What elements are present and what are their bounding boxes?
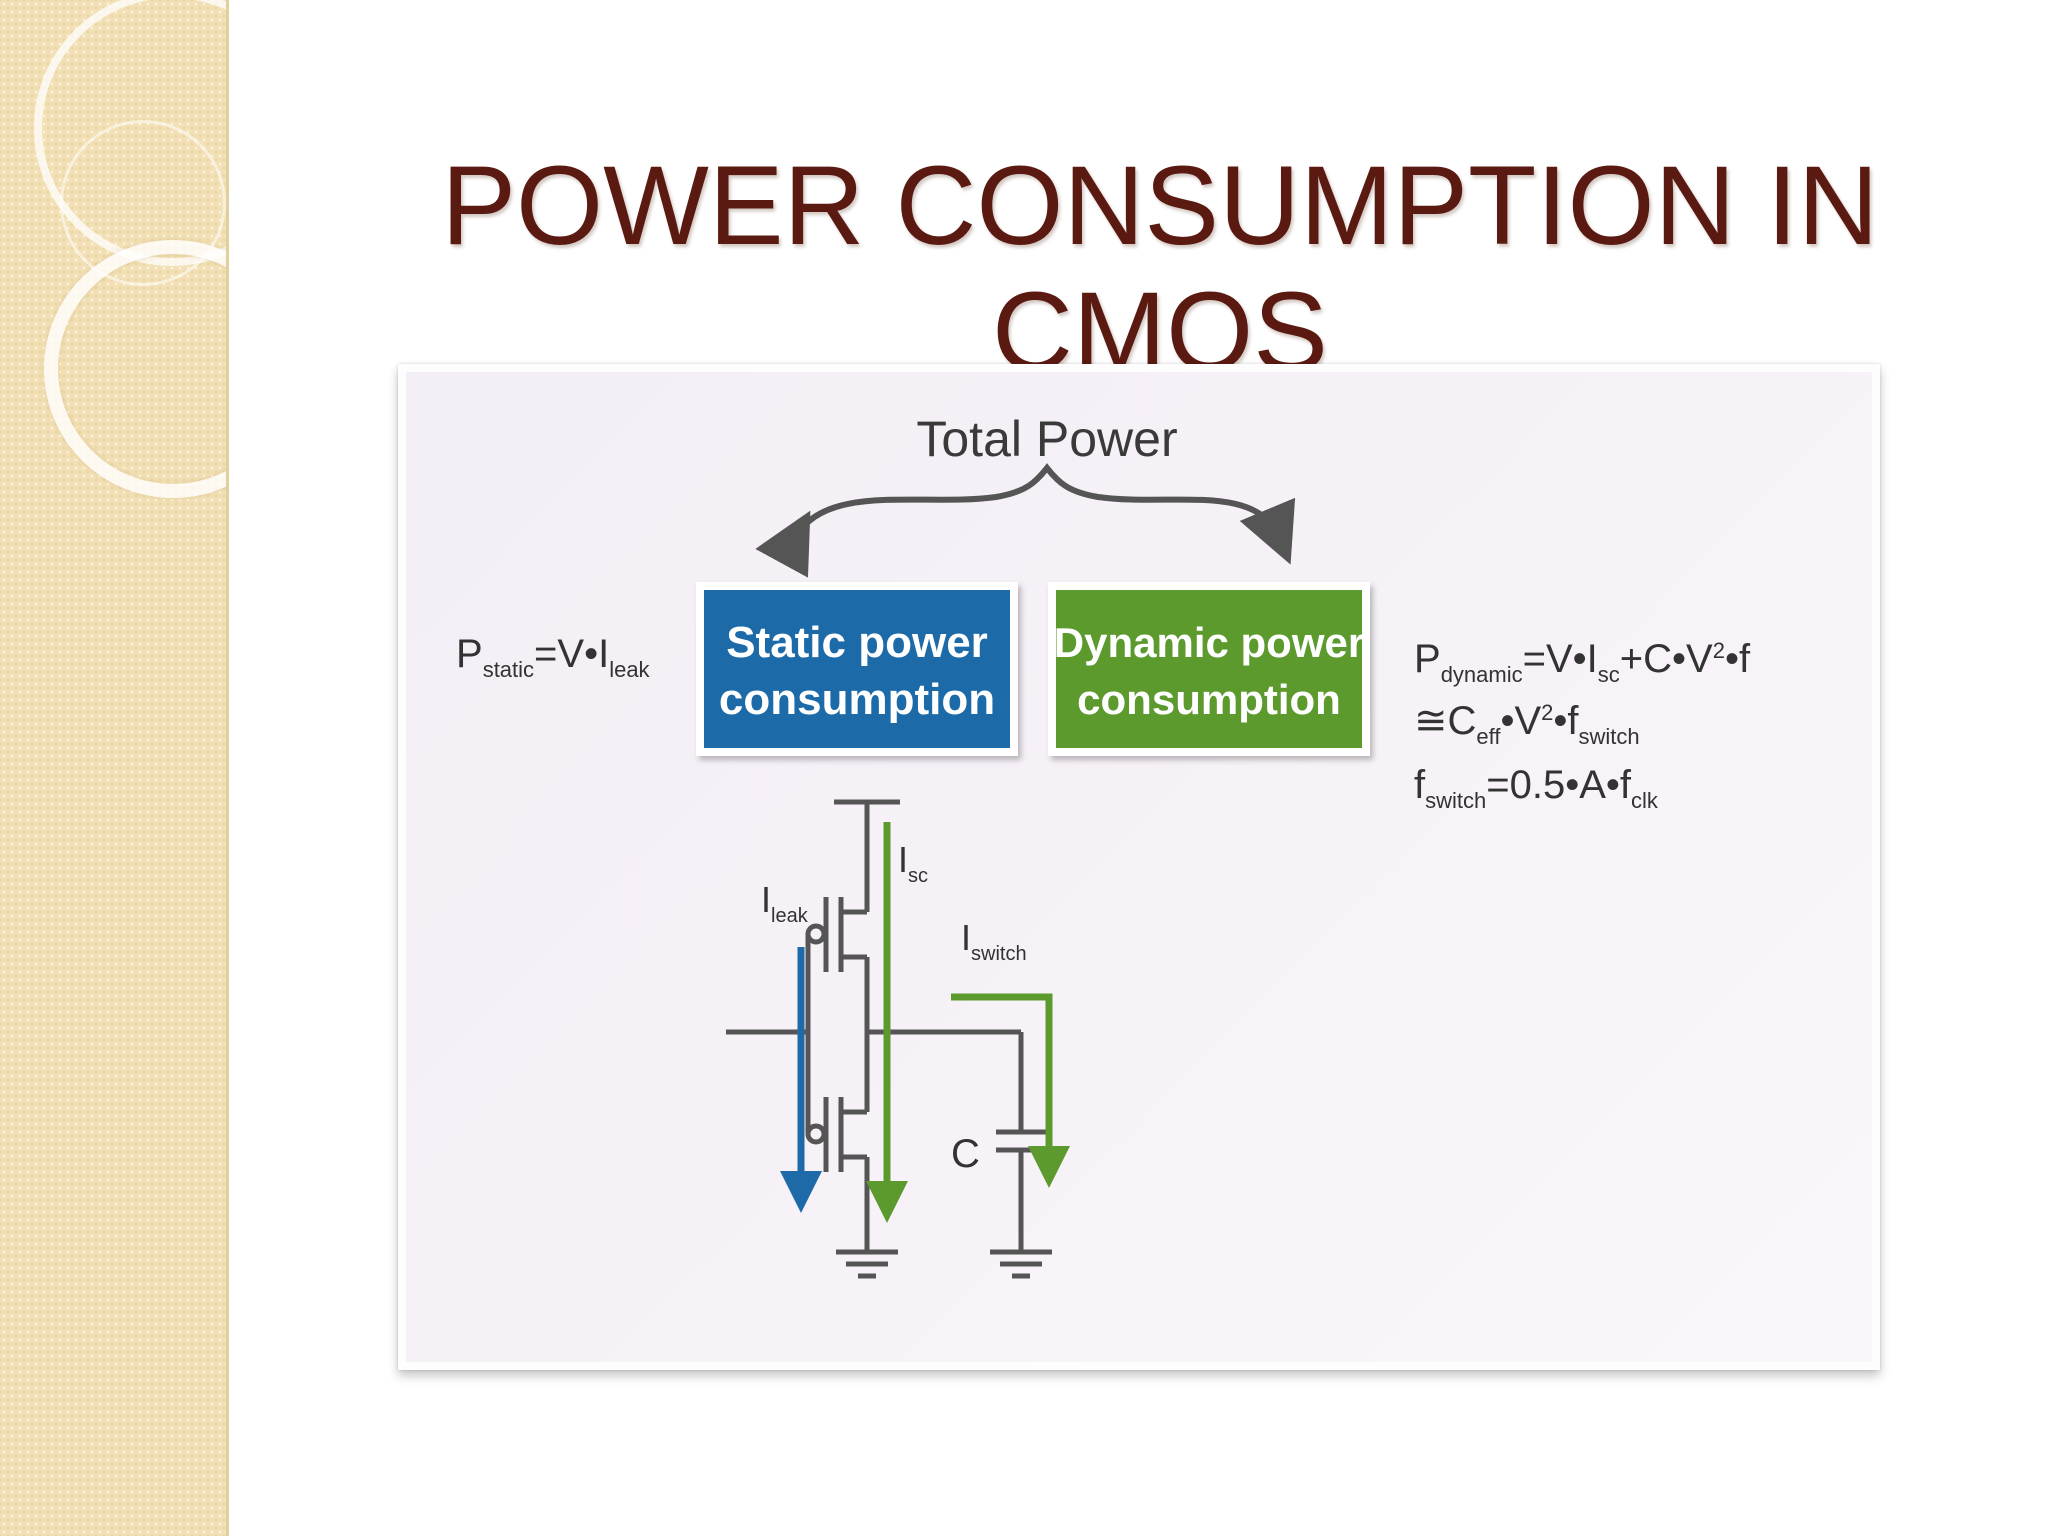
capacitor-label: C: [951, 1132, 980, 1176]
decorative-sidebar: [0, 0, 228, 1536]
slide-title-line-1: POWER CONSUMPTION IN: [441, 143, 1879, 269]
total-power-brace: [755, 463, 1296, 578]
dynamic-box-line-1: Dynamic power: [1054, 619, 1364, 666]
switch-current-arrow: [951, 993, 1070, 1188]
power-consumption-figure: Total Power Static power consumption Dyn…: [398, 364, 1880, 1370]
slide-title: POWER CONSUMPTION IN CMOS: [330, 143, 1990, 395]
static-power-formula: Pstatic=V•Ileak: [456, 632, 651, 682]
short-circuit-current-label: Isc: [898, 839, 928, 887]
switch-frequency-formula: fswitch=0.5•A•fclk: [1414, 763, 1659, 813]
decorative-ring-small: [60, 120, 226, 286]
static-box-line-2: consumption: [719, 675, 995, 724]
dynamic-box-line-2: consumption: [1077, 676, 1341, 723]
dynamic-power-box: [1048, 582, 1370, 756]
static-box-line-1: Static power: [726, 618, 988, 667]
cmos-power-diagram: Total Power Static power consumption Dyn…: [456, 411, 1751, 1279]
total-power-label: Total Power: [916, 411, 1177, 467]
dynamic-power-formula-line-1: Pdynamic=V•Isc+C•V2•f: [1414, 637, 1751, 687]
switch-current-label: Iswitch: [961, 917, 1027, 965]
leak-current-label: Ileak: [761, 879, 809, 927]
static-power-box: [696, 582, 1018, 756]
dynamic-power-formula-line-2: ≅Ceff•V2•fswitch: [1414, 699, 1640, 749]
sidebar-divider: [226, 0, 229, 1536]
